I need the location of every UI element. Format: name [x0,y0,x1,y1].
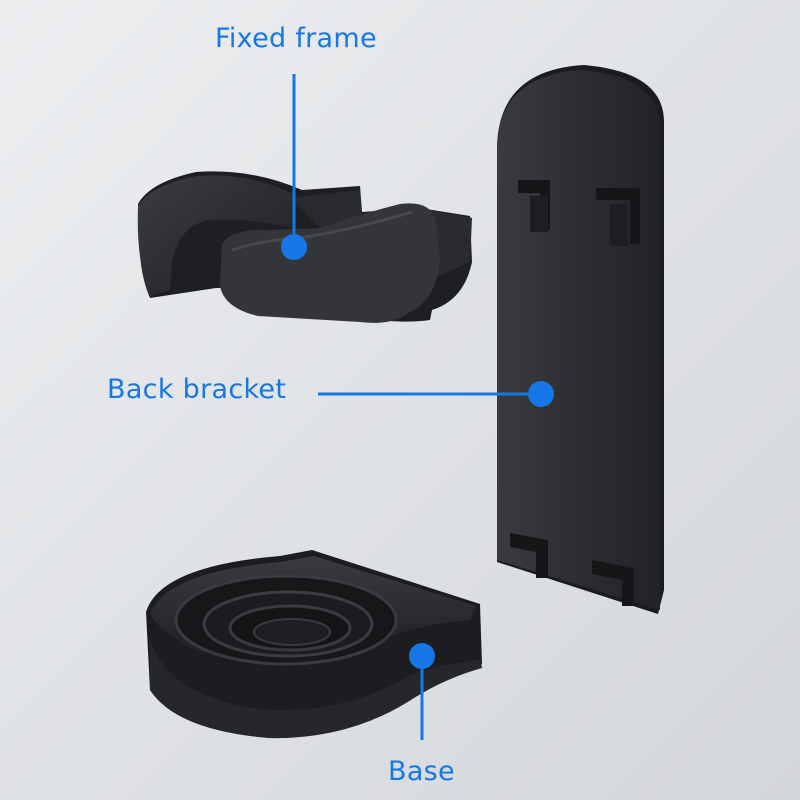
back-bracket-marker-dot [528,381,554,407]
base-label: Base [388,756,455,787]
callout-back-bracket [318,381,554,407]
fixed-frame-label: Fixed frame [215,23,377,54]
back-bracket-part [497,65,664,614]
base-part [146,550,482,739]
base-ring-core [253,618,331,646]
callout-base [409,643,435,740]
base-marker-dot [409,643,435,669]
callout-fixed-frame [281,74,307,260]
fixed-frame-marker-dot [281,234,307,260]
back-bracket-label: Back bracket [107,374,287,405]
